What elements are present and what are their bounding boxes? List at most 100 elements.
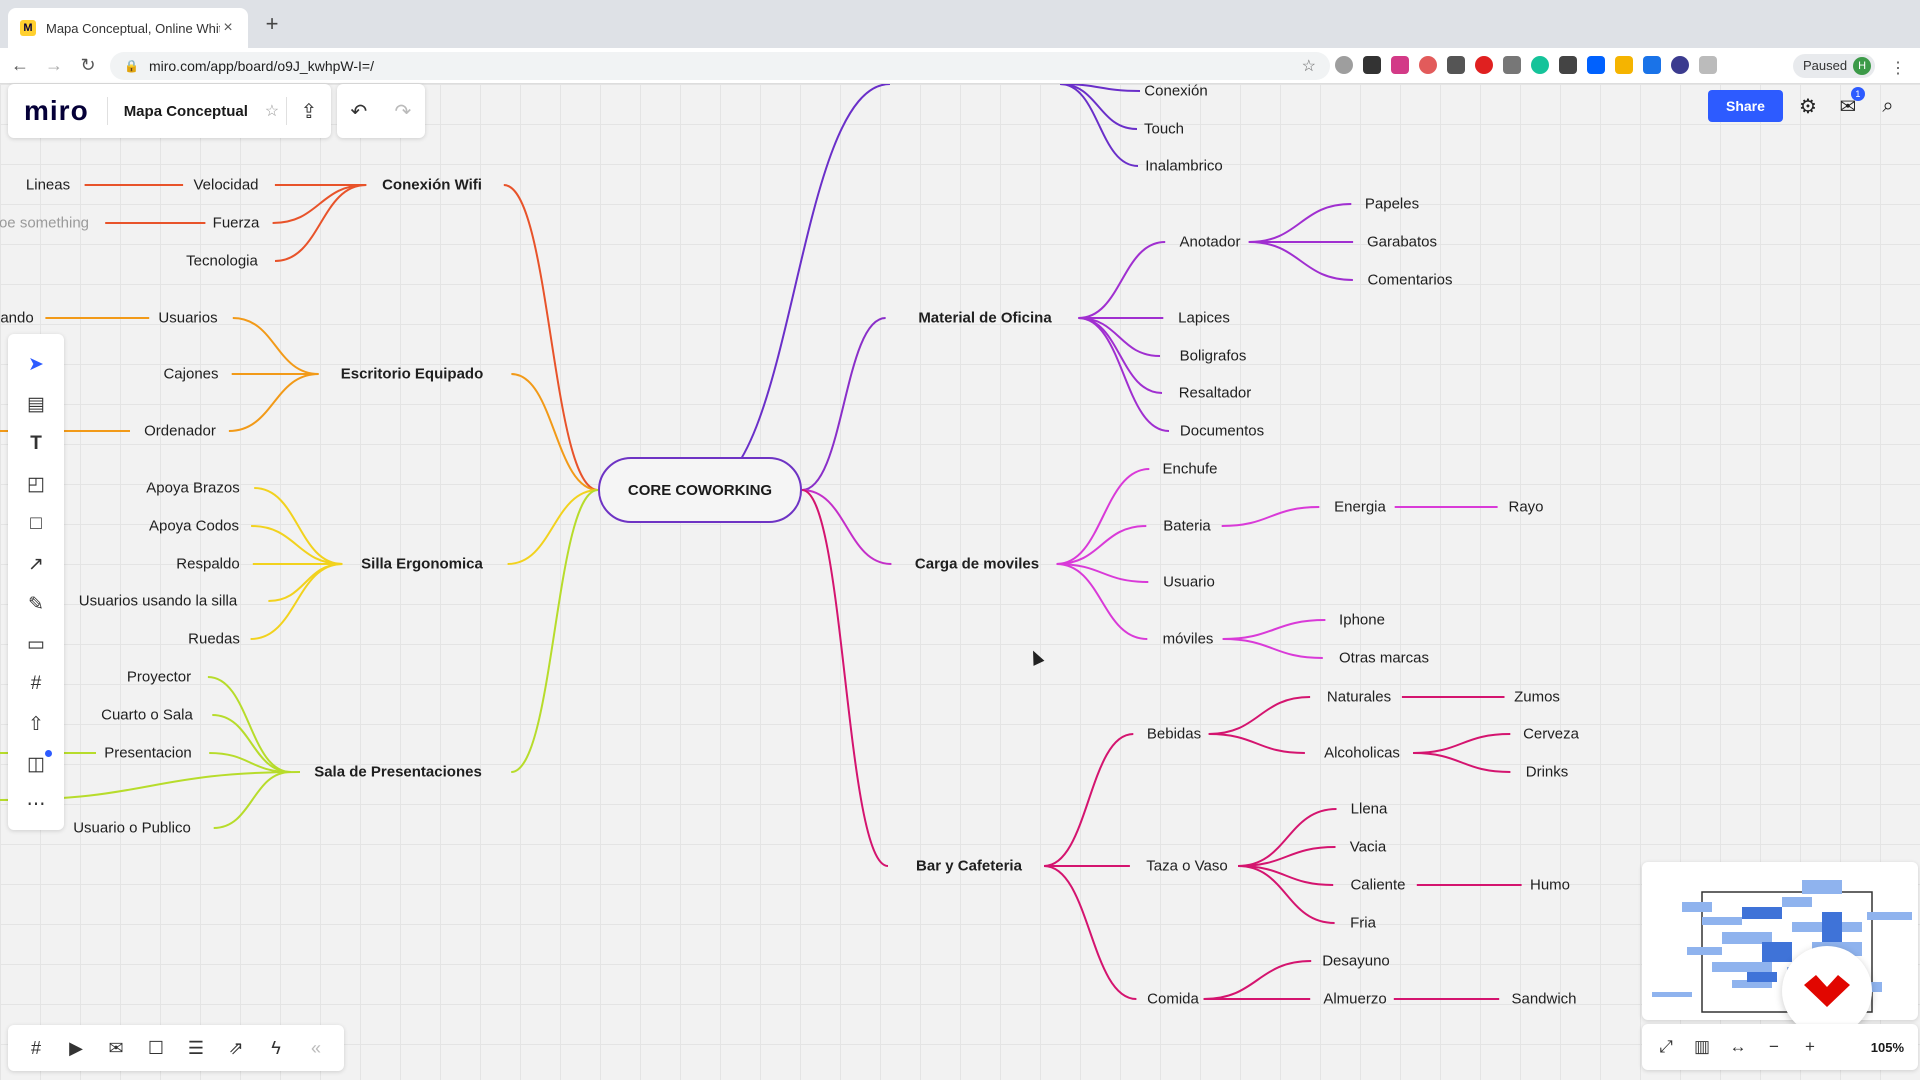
sticky-note-icon[interactable]: ◰ — [27, 473, 45, 495]
mindmap-node-enchufe[interactable]: Enchufe — [1162, 460, 1218, 478]
bookmark-star-icon[interactable]: ☆ — [1301, 58, 1316, 75]
mindmap-node-material[interactable]: Material de Oficina — [918, 309, 1052, 327]
mindmap-node-usuariossilla[interactable]: Usuarios usando la silla — [78, 592, 238, 610]
mindmap-node-silla[interactable]: Silla Ergonomica — [361, 555, 483, 573]
mindmap-node-apoyac[interactable]: Apoya Codos — [148, 517, 240, 535]
mindmap-node-anotador[interactable]: Anotador — [1179, 233, 1241, 251]
text-tool-icon[interactable]: T — [30, 433, 42, 454]
undo-icon[interactable]: ↶ — [350, 100, 368, 123]
comments-icon[interactable]: ✉ — [108, 1037, 124, 1058]
mindmap-node-bar[interactable]: Bar y Cafeteria — [916, 857, 1022, 875]
mindmap-node-usuarios[interactable]: Usuarios — [158, 309, 218, 327]
mindmap-node-velocidad[interactable]: Velocidad — [193, 176, 259, 194]
mindmap-node-naturales[interactable]: Naturales — [1326, 688, 1392, 706]
mindmap-node-desayuno[interactable]: Desayuno — [1322, 952, 1390, 970]
mindmap-node-documentos[interactable]: Documentos — [1179, 422, 1265, 440]
mindmap-node-lapices[interactable]: Lapices — [1178, 309, 1230, 327]
close-tab-icon[interactable]: × — [223, 19, 233, 36]
browser-menu-icon[interactable]: ⋮ — [1890, 60, 1906, 77]
mindmap-node-almuerzo[interactable]: Almuerzo — [1323, 990, 1387, 1008]
profile-button[interactable]: Paused H — [1793, 54, 1876, 78]
mindmap-node-conexion[interactable]: Conexión — [1144, 84, 1208, 100]
frames-icon[interactable]: # — [30, 1037, 41, 1058]
mindmap-node-sala[interactable]: Sala de Presentaciones — [314, 763, 482, 781]
activity-icon[interactable]: ϟ — [271, 1037, 281, 1058]
mindmap-node-rayo[interactable]: Rayo — [1508, 498, 1544, 516]
more-tools-icon[interactable]: ⋯ — [26, 793, 46, 815]
settings-sliders-icon[interactable]: ⚙ — [1798, 95, 1817, 118]
collapse-icon[interactable]: « — [310, 1037, 321, 1058]
pen-tool-icon[interactable]: ✎ — [28, 593, 44, 615]
zoom-in-icon[interactable]: + — [1805, 1037, 1815, 1056]
mindmap-node-alcoholicas[interactable]: Alcoholicas — [1324, 744, 1400, 762]
mindmap-node-escritorio[interactable]: Escritorio Equipado — [340, 365, 484, 383]
star-icon[interactable]: ☆ — [264, 103, 280, 120]
extension-icon[interactable] — [1587, 56, 1605, 74]
mindmap-node-proyector[interactable]: Proyector — [126, 668, 192, 686]
mindmap-node-fria[interactable]: Fria — [1350, 914, 1376, 932]
mindmap-node-conexionwifi[interactable]: Conexión Wifi — [382, 176, 482, 194]
mindmap-node-inalambrico[interactable]: Inalambrico — [1145, 157, 1223, 175]
extension-icon[interactable] — [1419, 56, 1437, 74]
zoom-level[interactable]: 105% — [1870, 1039, 1904, 1055]
mindmap-node-ordenador[interactable]: Ordenador — [144, 422, 216, 440]
mindmap-node-sandwich[interactable]: Sandwich — [1511, 990, 1577, 1008]
presentation-icon[interactable]: ▶ — [69, 1037, 83, 1058]
mindmap-node-energia[interactable]: Energia — [1334, 498, 1386, 516]
extension-icon[interactable] — [1699, 56, 1717, 74]
back-icon[interactable]: ← — [11, 55, 29, 75]
mindmap-node-resaltador[interactable]: Resaltador — [1178, 384, 1252, 402]
extension-icon[interactable] — [1391, 56, 1409, 74]
extension-icon[interactable] — [1447, 56, 1465, 74]
mindmap-node-iphone[interactable]: Iphone — [1339, 611, 1385, 629]
mindmap-node-papeles[interactable]: Papeles — [1364, 195, 1420, 213]
mindmap-node-bebidas[interactable]: Bebidas — [1146, 725, 1202, 743]
mindmap-node-publico[interactable]: Usuario o Publico — [73, 819, 191, 837]
mindmap-node-moviles[interactable]: móviles — [1162, 630, 1214, 648]
mindmap-node-garabatos[interactable]: Garabatos — [1366, 233, 1438, 251]
mindmap-node-fuerza[interactable]: Fuerza — [212, 214, 260, 232]
extension-icon[interactable] — [1643, 56, 1661, 74]
mindmap-node-cuarto[interactable]: Cuarto o Sala — [101, 706, 193, 724]
card-icon[interactable]: ☰ — [187, 1037, 205, 1058]
templates-icon[interactable]: ▤ — [27, 393, 45, 415]
mindmap-node-ruedas[interactable]: Ruedas — [188, 630, 240, 648]
mindmap-node-vacia[interactable]: Vacia — [1349, 838, 1387, 856]
share-button[interactable]: Share — [1708, 90, 1783, 122]
miro-logo[interactable]: miro — [24, 95, 89, 126]
mindmap-node-respaldo[interactable]: Respaldo — [176, 555, 240, 573]
mindmap-node-taza[interactable]: Taza o Vaso — [1146, 857, 1228, 875]
extension-icon[interactable] — [1475, 56, 1493, 74]
redo-icon[interactable]: ↷ — [394, 100, 412, 123]
browser-tab[interactable]: M Mapa Conceptual, Online Whit × — [8, 8, 248, 48]
mindmap-node-something[interactable]: oe something — [0, 214, 90, 232]
extension-icon[interactable] — [1531, 56, 1549, 74]
mindmap-center-node[interactable]: CORE COWORKING — [598, 457, 802, 523]
extension-icon[interactable] — [1335, 56, 1353, 74]
new-tab-icon[interactable]: + — [265, 11, 279, 36]
mindmap-node-cajones[interactable]: Cajones — [163, 365, 219, 383]
map-toggle-icon[interactable]: ▥ — [1693, 1037, 1711, 1056]
line-tool-icon[interactable]: ↗ — [28, 553, 44, 575]
kanban-icon[interactable]: ◫ — [14, 744, 58, 784]
mindmap-node-llena[interactable]: Llena — [1350, 800, 1388, 818]
mindmap-node-cerveza[interactable]: Cerveza — [1523, 725, 1579, 743]
frame-tool-icon[interactable]: # — [30, 673, 42, 694]
mindmap-node-ando[interactable]: ando — [0, 309, 34, 327]
fullscreen-icon[interactable]: ⤢ — [1659, 1037, 1673, 1056]
mindmap-node-caliente[interactable]: Caliente — [1350, 876, 1406, 894]
mindmap-node-comentarios[interactable]: Comentarios — [1367, 271, 1453, 289]
reload-icon[interactable]: ↻ — [80, 55, 96, 75]
board-name[interactable]: Mapa Conceptual — [123, 102, 248, 120]
mindmap-node-boligrafos[interactable]: Boligrafos — [1179, 347, 1247, 365]
chat-icon[interactable]: ☐ — [147, 1037, 165, 1058]
minimap[interactable] — [1642, 862, 1918, 1020]
mindmap-node-comida[interactable]: Comida — [1147, 990, 1199, 1008]
notifications-icon[interactable]: ✉1 — [1833, 87, 1865, 121]
share-screen-icon[interactable]: ⇗ — [228, 1037, 244, 1058]
zoom-out-icon[interactable]: − — [1769, 1037, 1779, 1056]
search-icon[interactable]: ⌕ — [1882, 94, 1894, 117]
mindmap-node-zumos[interactable]: Zumos — [1514, 688, 1560, 706]
mindmap-node-lineas[interactable]: Lineas — [25, 176, 71, 194]
